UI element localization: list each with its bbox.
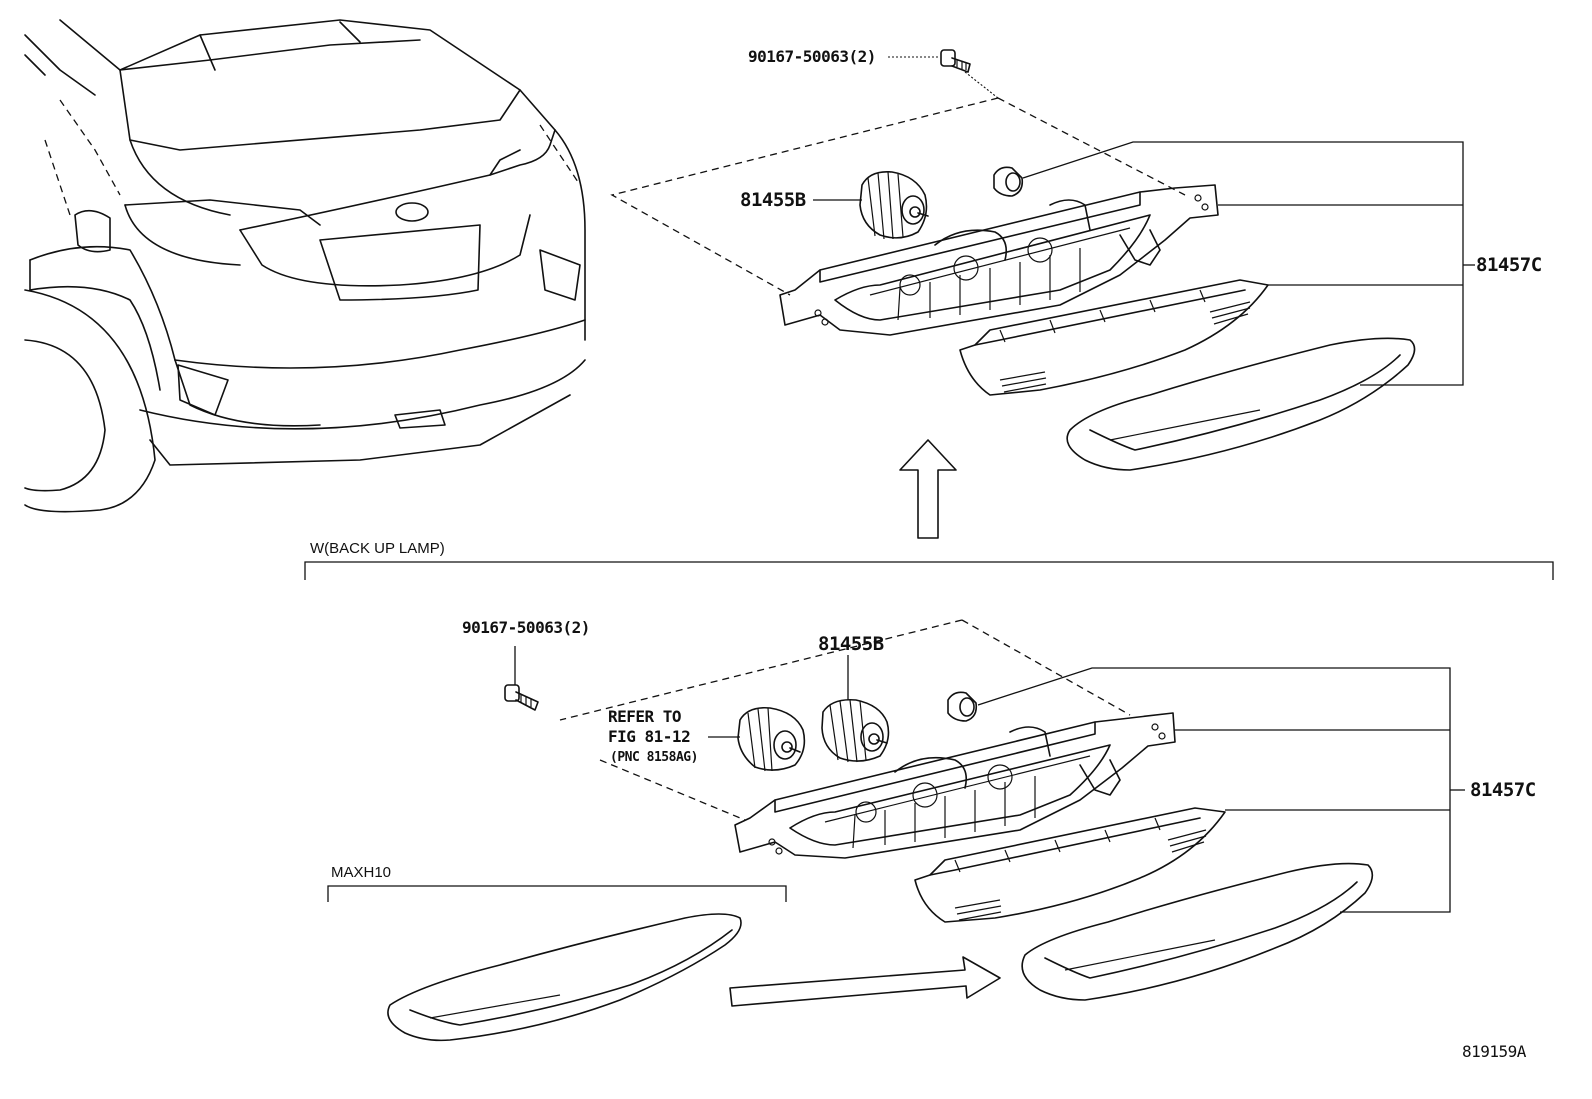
- upper-socket-part-number: 81455B: [740, 189, 806, 211]
- lower-lamp-lens: [914, 807, 1226, 923]
- model-bracket: [327, 885, 787, 902]
- lower-socket-icon: [821, 698, 890, 763]
- lower-socket-part-number: 81455B: [818, 633, 884, 655]
- lower-assembly-part-number: 81457C: [1470, 779, 1536, 801]
- upper-nut-icon: [993, 166, 1024, 197]
- upper-assembly-part-number: 81457C: [1476, 254, 1542, 276]
- upper-bolt-icon: [940, 49, 971, 73]
- figure-number: 819159A: [1462, 1042, 1526, 1061]
- lower-refer-socket-icon: [737, 706, 806, 772]
- refer-note-line3: (PNC 8158AG): [610, 750, 698, 765]
- transition-right-arrow: [729, 956, 1001, 1007]
- upper-lamp-lens: [959, 279, 1269, 396]
- lower-bolt-part-number: 90167-50063(2): [462, 618, 590, 637]
- upper-bolt-part-number: 90167-50063(2): [748, 47, 876, 66]
- maxh10-lamp-bezel: [387, 913, 742, 1042]
- refer-note-line2: FIG 81-12: [608, 727, 691, 746]
- variant-bracket: [304, 561, 1554, 580]
- lower-exploded-view: [504, 619, 1465, 1001]
- transition-up-arrow: [899, 439, 957, 539]
- refer-note-line1: REFER TO: [608, 707, 682, 726]
- variant-heading: W(BACK UP LAMP): [310, 540, 445, 557]
- lower-nut-icon: [947, 691, 978, 722]
- upper-socket-icon: [859, 170, 929, 240]
- upper-exploded-view: [610, 49, 1475, 471]
- lower-bolt-icon: [504, 646, 539, 711]
- upper-lamp-housing: [779, 184, 1219, 336]
- model-heading: MAXH10: [331, 864, 392, 881]
- upper-lamp-bezel: [1066, 337, 1416, 471]
- lower-lamp-housing: [734, 712, 1176, 859]
- lower-lamp-bezel: [1021, 862, 1374, 1001]
- vehicle-rear-illustration: [24, 19, 586, 513]
